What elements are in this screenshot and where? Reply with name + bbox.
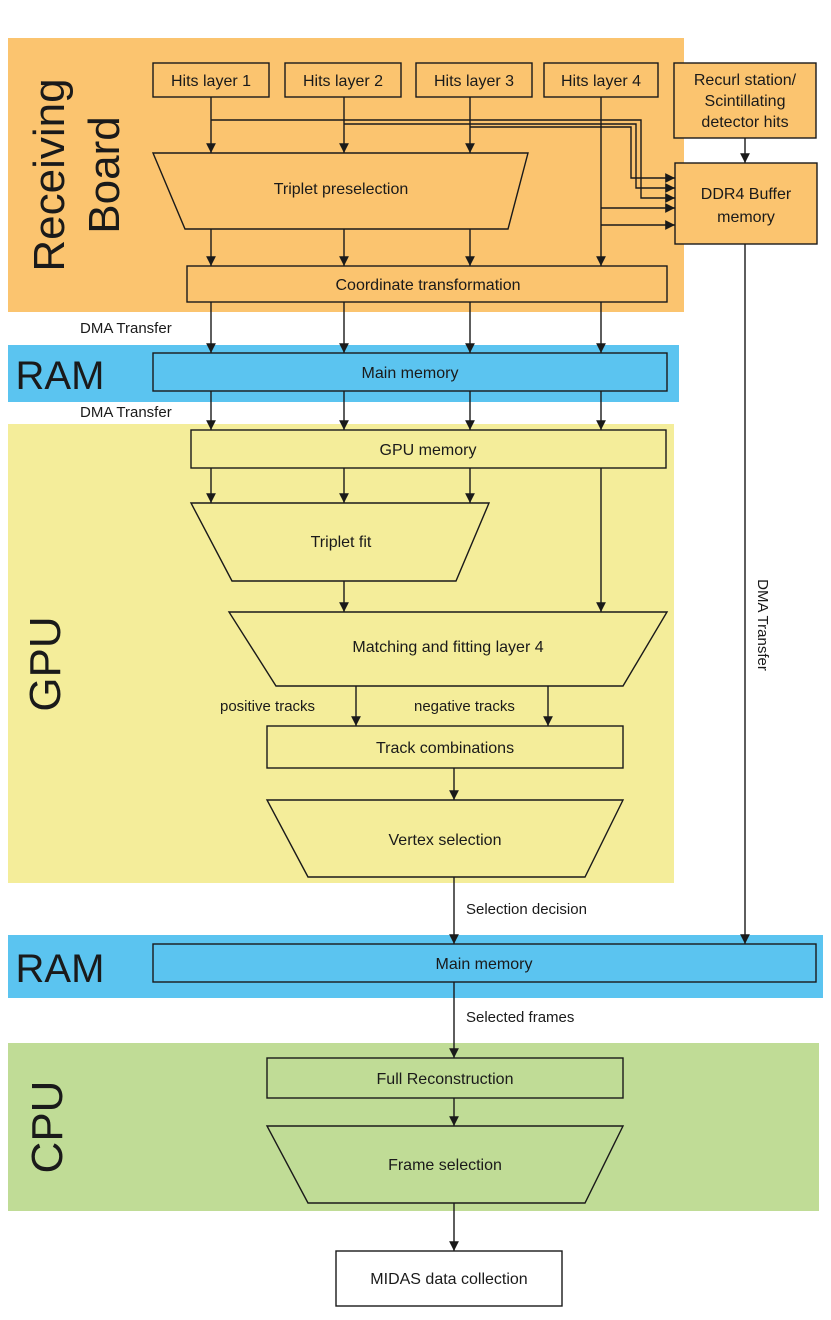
gpu-memory-label: GPU memory [380, 442, 477, 459]
vertex-selection-label: Vertex selection [389, 832, 502, 849]
connectors [206, 97, 750, 1251]
hits-layer-3-node: Hits layer 3 [415, 62, 533, 98]
ddr4-buffer-label-line2: memory [717, 209, 775, 226]
dma-transfer-side-label: DMA Transfer [754, 579, 771, 671]
positive-tracks-label: positive tracks [220, 698, 315, 715]
recurl-station-label-line3: detector hits [701, 114, 788, 131]
main-memory-bottom-label: Main memory [436, 956, 533, 973]
matching-fitting-label: Matching and fitting layer 4 [352, 639, 543, 656]
hits-layer-4-label: Hits layer 4 [561, 73, 641, 90]
negative-tracks-label: negative tracks [414, 698, 515, 715]
hits-layer-3-label: Hits layer 3 [434, 73, 514, 90]
full-reconstruction-node: Full Reconstruction [266, 1057, 624, 1099]
ddr4-buffer-node: DDR4 Buffer memory [674, 162, 818, 245]
main-memory-bottom-node: Main memory [152, 943, 817, 983]
recurl-station-label-line2: Scintillating [705, 93, 786, 110]
hits-layer-2-node: Hits layer 2 [284, 62, 402, 98]
edge-hits1-buffer [211, 119, 675, 203]
dma-transfer-label-2: DMA Transfer [80, 404, 172, 421]
selected-frames-label: Selected frames [466, 1009, 574, 1026]
receiving-board-label-line2: Board [80, 116, 129, 233]
hits-layer-1-label: Hits layer 1 [171, 73, 251, 90]
midas-label: MIDAS data collection [370, 1271, 527, 1288]
gpu-label: GPU [21, 616, 70, 711]
cpu-label: CPU [23, 1081, 72, 1174]
vertex-selection-node: Vertex selection [265, 799, 625, 878]
full-reconstruction-label: Full Reconstruction [377, 1071, 514, 1088]
hits-layer-1-node: Hits layer 1 [152, 62, 270, 98]
recurl-station-node: Recurl station/ Scintillating detector h… [673, 62, 817, 139]
triplet-fit-label: Triplet fit [311, 534, 372, 551]
edge-hits3-buffer [470, 126, 675, 183]
edge-hits2-buffer [344, 123, 675, 193]
main-memory-top-label: Main memory [362, 365, 459, 382]
track-combinations-node: Track combinations [266, 725, 624, 769]
triplet-fit-node: Triplet fit [189, 502, 491, 582]
selection-decision-label: Selection decision [466, 901, 587, 918]
frame-selection-node: Frame selection [265, 1125, 625, 1204]
triplet-preselection-node: Triplet preselection [151, 152, 529, 230]
hits-layer-4-node: Hits layer 4 [543, 62, 659, 98]
ddr4-buffer-label-line1: DDR4 Buffer [701, 186, 792, 203]
ram-bottom-label: RAM [16, 947, 105, 991]
ram-top-label: RAM [16, 354, 105, 398]
track-combinations-label: Track combinations [376, 740, 514, 757]
hits-layer-2-label: Hits layer 2 [303, 73, 383, 90]
midas-node: MIDAS data collection [335, 1250, 563, 1307]
gpu-memory-node: GPU memory [190, 429, 667, 469]
coordinate-transformation-node: Coordinate transformation [186, 265, 668, 303]
frame-selection-label: Frame selection [388, 1157, 502, 1174]
recurl-station-label-line1: Recurl station/ [694, 72, 797, 89]
triplet-preselection-label: Triplet preselection [274, 181, 409, 198]
receiving-board-label-line1: Receiving [25, 78, 74, 271]
matching-fitting-node: Matching and fitting layer 4 [227, 611, 669, 687]
main-memory-top-node: Main memory [152, 352, 668, 392]
coordinate-transformation-label: Coordinate transformation [336, 277, 521, 294]
dma-transfer-label-1: DMA Transfer [80, 320, 172, 337]
